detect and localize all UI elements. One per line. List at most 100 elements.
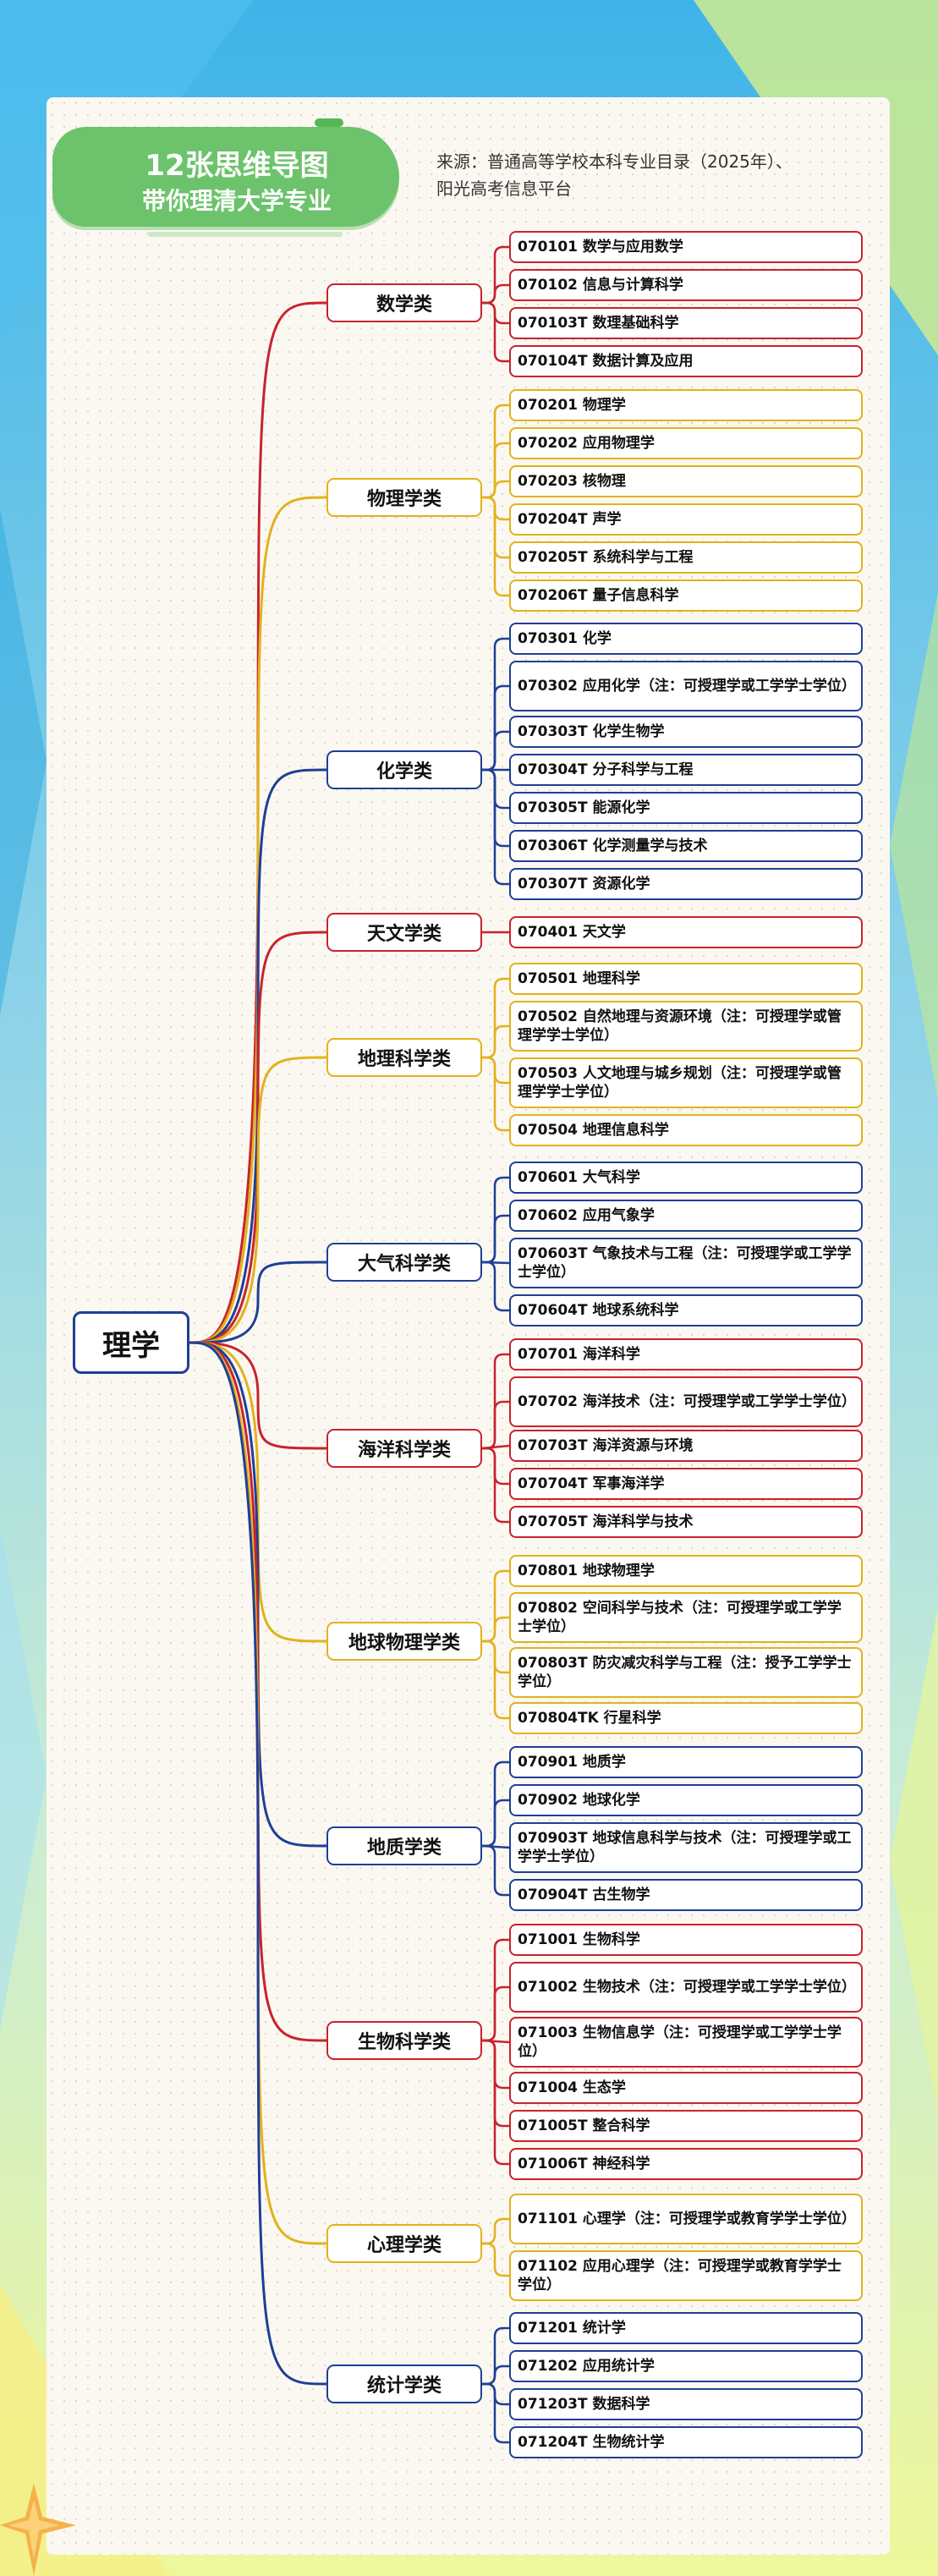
major-item[interactable]: 070603T 气象技术与工程（注：可授理学或工学学士学位）: [509, 1238, 863, 1288]
item-branch-line: [480, 1261, 511, 1312]
major-item[interactable]: 070504 地理信息科学: [509, 1114, 863, 1146]
category-node[interactable]: 数学类: [326, 283, 482, 322]
category-node[interactable]: 统计学类: [326, 2365, 482, 2403]
source-line-2: 阳光高考信息平台: [436, 179, 572, 199]
category-node[interactable]: 化学类: [326, 750, 482, 789]
root-branch-line: [188, 1261, 328, 1344]
major-item[interactable]: 070307T 资源化学: [509, 868, 863, 900]
major-item[interactable]: 070102 信息与计算科学: [509, 269, 863, 301]
source-line-1: 来源：普通高等学校本科专业目录（2025年）、: [436, 151, 793, 172]
major-item[interactable]: 071002 生物技术（注：可授理学或工学学士学位）: [509, 1962, 863, 2013]
major-item[interactable]: 070305T 能源化学: [509, 792, 863, 824]
category-node[interactable]: 天文学类: [326, 913, 482, 952]
item-branch-line: [480, 1214, 511, 1264]
major-item[interactable]: 070803T 防灾减灾科学与工程（注：授予工学学士学位）: [509, 1647, 863, 1698]
category-node[interactable]: 地球物理学类: [326, 1622, 482, 1661]
source-note: 来源：普通高等学校本科专业目录（2025年）、 阳光高考信息平台: [436, 148, 876, 202]
major-item[interactable]: 070701 海洋科学: [509, 1338, 863, 1370]
item-branch-line: [480, 2382, 511, 2444]
category-node[interactable]: 心理学类: [326, 2224, 482, 2263]
major-item[interactable]: 070702 海洋技术（注：可授理学或工学学士学位）: [509, 1376, 863, 1427]
item-branch-line: [480, 2217, 511, 2245]
major-item[interactable]: 071005T 整合科学: [509, 2110, 863, 2142]
item-branch-line: [480, 1844, 511, 1897]
item-branch-line: [480, 2365, 511, 2386]
major-item[interactable]: 071102 应用心理学（注：可授理学或教育学学士学位）: [509, 2250, 863, 2301]
item-branch-line: [480, 1640, 511, 1720]
major-item[interactable]: 070501 地理科学: [509, 963, 863, 995]
decor-dot: [315, 118, 343, 127]
item-branch-line: [480, 2242, 511, 2277]
major-item[interactable]: 070302 应用化学（注：可授理学或工学学士学位）: [509, 661, 863, 711]
category-node[interactable]: 海洋科学类: [326, 1429, 482, 1468]
major-item[interactable]: 070903T 地球信息科学与技术（注：可授理学或工学学士学位）: [509, 1822, 863, 1873]
major-item[interactable]: 070201 物理学: [509, 389, 863, 421]
major-item[interactable]: 071003 生物信息学（注：可授理学或工学学士学位）: [509, 2017, 863, 2068]
major-item[interactable]: 070503 人文地理与城乡规划（注：可授理学或管理学学士学位）: [509, 1057, 863, 1108]
major-item[interactable]: 070705T 海洋科学与技术: [509, 1506, 863, 1538]
category-node[interactable]: 生物科学类: [326, 2021, 482, 2060]
root-node[interactable]: 理学: [73, 1311, 189, 1374]
item-branch-line: [480, 1400, 511, 1450]
major-item[interactable]: 070202 应用物理学: [509, 427, 863, 459]
major-item[interactable]: 071204T 生物统计学: [509, 2426, 863, 2458]
major-item[interactable]: 070206T 量子信息科学: [509, 579, 863, 612]
major-item[interactable]: 070203 核物理: [509, 465, 863, 497]
item-branch-line: [480, 1024, 511, 1059]
major-item[interactable]: 070802 空间科学与技术（注：可授理学或工学学士学位）: [509, 1592, 863, 1643]
major-item[interactable]: 070101 数学与应用数学: [509, 231, 863, 263]
major-item[interactable]: 071006T 神经科学: [509, 2148, 863, 2180]
major-item[interactable]: 070301 化学: [509, 623, 863, 655]
sparkle-decoration: [0, 2483, 76, 2576]
item-branch-line: [480, 1986, 511, 2042]
root-branch-line: [188, 1341, 328, 1643]
major-item[interactable]: 070601 大气科学: [509, 1162, 863, 1194]
major-item[interactable]: 070904T 古生物学: [509, 1879, 863, 1911]
item-branch-line: [480, 2039, 511, 2166]
item-branch-line: [480, 730, 511, 772]
major-item[interactable]: 070602 应用气象学: [509, 1200, 863, 1232]
major-item[interactable]: 070703T 海洋资源与环境: [509, 1430, 863, 1462]
major-item[interactable]: 070205T 系统科学与工程: [509, 541, 863, 574]
major-item[interactable]: 070304T 分子科学与工程: [509, 754, 863, 786]
item-branch-line: [480, 768, 511, 886]
major-item[interactable]: 071201 统计学: [509, 2312, 863, 2344]
major-item[interactable]: 070502 自然地理与资源环境（注：可授理学或管理学学士学位）: [509, 1001, 863, 1052]
root-branch-line: [188, 1056, 328, 1344]
item-branch-line: [480, 283, 511, 305]
item-branch-line: [480, 1616, 511, 1643]
major-item[interactable]: 070604T 地球系统科学: [509, 1294, 863, 1326]
major-item[interactable]: 070804TK 行星科学: [509, 1702, 863, 1734]
major-item[interactable]: 070801 地球物理学: [509, 1555, 863, 1587]
root-branch-line: [188, 1341, 328, 2386]
major-item[interactable]: 071203T 数据科学: [509, 2388, 863, 2420]
item-branch-line: [480, 1799, 511, 1848]
major-item[interactable]: 070902 地球化学: [509, 1784, 863, 1816]
major-item[interactable]: 070704T 军事海洋学: [509, 1468, 863, 1500]
category-node[interactable]: 地质学类: [326, 1826, 482, 1865]
root-branch-line: [188, 1341, 328, 1450]
category-node[interactable]: 地理科学类: [326, 1038, 482, 1077]
category-node[interactable]: 大气科学类: [326, 1243, 482, 1282]
item-branch-line: [480, 301, 511, 363]
major-item[interactable]: 070401 天文学: [509, 916, 863, 948]
category-node[interactable]: 物理学类: [326, 478, 482, 517]
item-branch-line: [480, 496, 511, 597]
major-item[interactable]: 071202 应用统计学: [509, 2350, 863, 2382]
major-item[interactable]: 070306T 化学测量学与技术: [509, 830, 863, 862]
item-branch-line: [480, 1056, 511, 1132]
title-line-1: 12张思维导图: [145, 149, 329, 183]
major-item[interactable]: 070204T 声学: [509, 503, 863, 536]
major-item[interactable]: 071001 生物科学: [509, 1924, 863, 1956]
title-pill: [52, 127, 399, 227]
major-item[interactable]: 071004 生态学: [509, 2072, 863, 2104]
major-item[interactable]: 070303T 化学生物学: [509, 716, 863, 748]
title-underline: [148, 232, 343, 237]
major-item[interactable]: 070104T 数据计算及应用: [509, 345, 863, 377]
major-item[interactable]: 070901 地质学: [509, 1746, 863, 1778]
major-item[interactable]: 070103T 数理基础科学: [509, 307, 863, 339]
title-line-2: 带你理清大学专业: [141, 187, 332, 215]
item-branch-line: [480, 1447, 511, 1524]
major-item[interactable]: 071101 心理学（注：可授理学或教育学学士学位）: [509, 2194, 863, 2244]
